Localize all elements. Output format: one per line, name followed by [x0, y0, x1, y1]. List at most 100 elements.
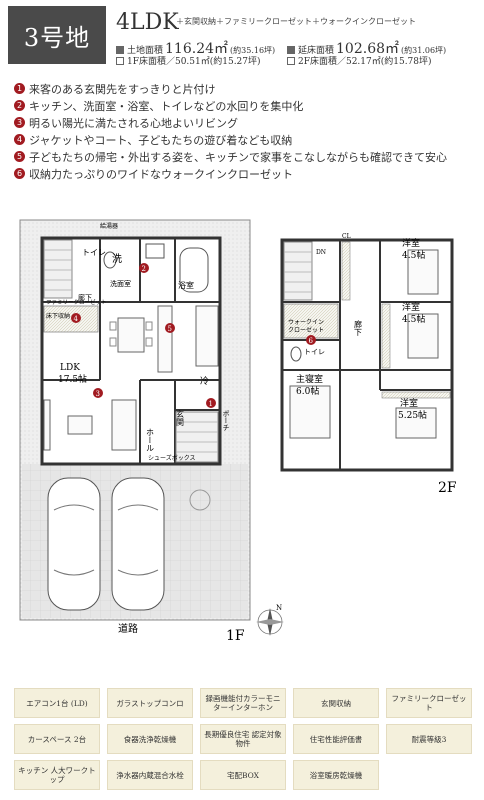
car-icon [47, 477, 101, 611]
svg-text:N: N [276, 604, 282, 612]
number-badge: 1 [14, 83, 25, 94]
land-area-label: 土地面積 [127, 46, 164, 56]
fridge-label: 冷 [200, 375, 209, 387]
tv-board [43, 399, 51, 451]
land-area-tsubo: (約35.16坪) [230, 46, 276, 55]
equipment-item: 長期優良住宅 認定対象物件 [200, 724, 286, 754]
marker-5: 5 [165, 323, 175, 333]
washroom-label: 洗面室 [110, 279, 131, 288]
room-a-label: 洋室 [402, 237, 420, 249]
feature-item: 1 来客のある玄関先をすっきりと片付け [14, 80, 474, 97]
water-heater-label: 給湯器 [100, 222, 118, 230]
room-c-label: 洋室 [400, 397, 418, 409]
dn-label: DN [316, 249, 326, 256]
filled-square-icon [116, 46, 124, 54]
plant-icon [189, 489, 211, 511]
number-badge: 3 [14, 117, 25, 128]
filled-square-icon [287, 46, 295, 54]
bed [289, 385, 331, 439]
equipment-item: ファミリークローゼット [386, 688, 472, 718]
wic-label: ウォークイン [288, 318, 324, 326]
ldk-label: LDK [60, 363, 80, 373]
equipment-item: キッチン 人大ワークトップ [14, 760, 100, 790]
floor-area-tsubo: (約31.06坪) [401, 46, 447, 55]
f1-area-row: 1F床面積／50.51㎡(約15.27坪) [116, 54, 261, 67]
feature-text: 子どもたちの帰宅・外出する姿を、キッチンで家事をこなしながらも確認できて安心 [29, 150, 447, 164]
hall-label-1f: 廊下 [78, 293, 92, 302]
floor1-plan: トイレ 洗 洗面室 浴室 廊下 ファミリークローゼット 床下収納 LDK 17.… [19, 219, 251, 644]
lot-number-badge: 3号地 [8, 6, 106, 64]
storage-label: 床下収納 [46, 312, 70, 320]
marker-4: 4 [71, 313, 81, 323]
toilet-fixture [290, 346, 302, 362]
feature-item: 3 明るい陽光に満たされる心地よいリビング [14, 114, 474, 131]
room-c-size: 5.25帖 [398, 409, 427, 421]
feature-text: 明るい陽光に満たされる心地よいリビング [29, 116, 238, 130]
bath-label: 浴室 [178, 280, 194, 290]
dining-table [109, 317, 153, 353]
floor-area-row: 延床面積 102.68㎡ (約31.06坪) [287, 38, 446, 58]
feature-item: 5 子どもたちの帰宅・外出する姿を、キッチンで家事をこなしながらも確認できて安心 [14, 148, 474, 165]
f2-area-row: 2F床面積／52.17㎡(約15.78坪) [287, 54, 432, 67]
svg-text:1: 1 [209, 400, 213, 408]
marker-6: 6 [306, 335, 316, 345]
room-b-size: 4.5帖 [402, 313, 425, 325]
equipment-item: 耐震等級3 [386, 724, 472, 754]
equipment-item: 玄関収納 [293, 688, 379, 718]
closet-room-c [381, 391, 451, 399]
marker-2: 2 [139, 263, 149, 273]
room-b-label: 洋室 [402, 301, 420, 313]
shoes-box-label: シューズボックス [148, 454, 196, 462]
equipment-item: 浴室暖房乾燥機 [293, 760, 379, 790]
stairs-2f [283, 241, 313, 301]
svg-text:2: 2 [142, 265, 146, 273]
family-closet [43, 305, 99, 333]
feature-item: 6 収納力たっぷりのワイドなウォークインクローゼット [14, 165, 474, 182]
feature-text: 来客のある玄関先をすっきりと片付け [29, 82, 216, 96]
empty-square-icon [116, 57, 124, 65]
master-size: 6.0帖 [296, 385, 319, 397]
feature-text: キッチン、洗面室・浴室、トイレなどの水回りを集中化 [29, 99, 304, 113]
walk-in-closet [283, 303, 339, 339]
toilet-label-2f: トイレ [304, 348, 325, 356]
plan-extras: ＋玄関収納＋ファミリークローゼット＋ウォークインクローゼット [176, 17, 416, 26]
sofa [67, 399, 137, 451]
family-closet-label: ファミリークローゼット [46, 298, 107, 306]
number-badge: 4 [14, 134, 25, 145]
kitchen-back-counter [195, 305, 219, 367]
floor-area-label: 延床面積 [298, 46, 335, 56]
svg-text:4: 4 [74, 315, 79, 323]
f2-area-text: 2F床面積／52.17㎡(約15.78坪) [298, 57, 432, 67]
feature-text: 収納力たっぷりのワイドなウォークインクローゼット [29, 167, 293, 181]
marker-1: 1 [206, 398, 216, 408]
floor1-label: 1F [226, 628, 245, 644]
bathtub [179, 247, 209, 293]
feature-item: 2 キッチン、洗面室・浴室、トイレなどの水回りを集中化 [14, 97, 474, 114]
road-label: 道路 [118, 622, 138, 635]
land-area-row: 土地面積 116.24㎡ (約35.16坪) [116, 38, 275, 58]
cl-label: CL [342, 233, 351, 240]
equipment-item: 宅配BOX [200, 760, 286, 790]
equipment-item: 住宅性能評価書 [293, 724, 379, 754]
land-area-value: 116.24㎡ [165, 41, 229, 57]
number-badge: 6 [14, 168, 25, 179]
equipment-grid: エアコン1台 (LD) ガラストップコンロ 録画機能付カラーモニターインターホン… [14, 688, 474, 790]
toilet-fixture [103, 251, 117, 269]
number-badge: 5 [14, 151, 25, 162]
svg-text:3: 3 [96, 390, 100, 398]
car-icon [111, 477, 165, 611]
marker-3: 3 [93, 388, 103, 398]
toilet-label-1f: トイレ [82, 248, 106, 257]
closet-room-a [341, 241, 351, 301]
corridor-label: 廊下 [354, 319, 363, 337]
bed [395, 407, 437, 439]
svg-text:5: 5 [168, 325, 172, 333]
equipment-item: 食器洗浄乾燥機 [107, 724, 193, 754]
kitchen-counter [157, 305, 173, 373]
compass-icon: N [256, 604, 284, 636]
number-badge: 2 [14, 100, 25, 111]
svg-text:6: 6 [309, 337, 314, 345]
bed [407, 313, 439, 359]
ldk-size-label: 17.5帖 [58, 373, 87, 385]
